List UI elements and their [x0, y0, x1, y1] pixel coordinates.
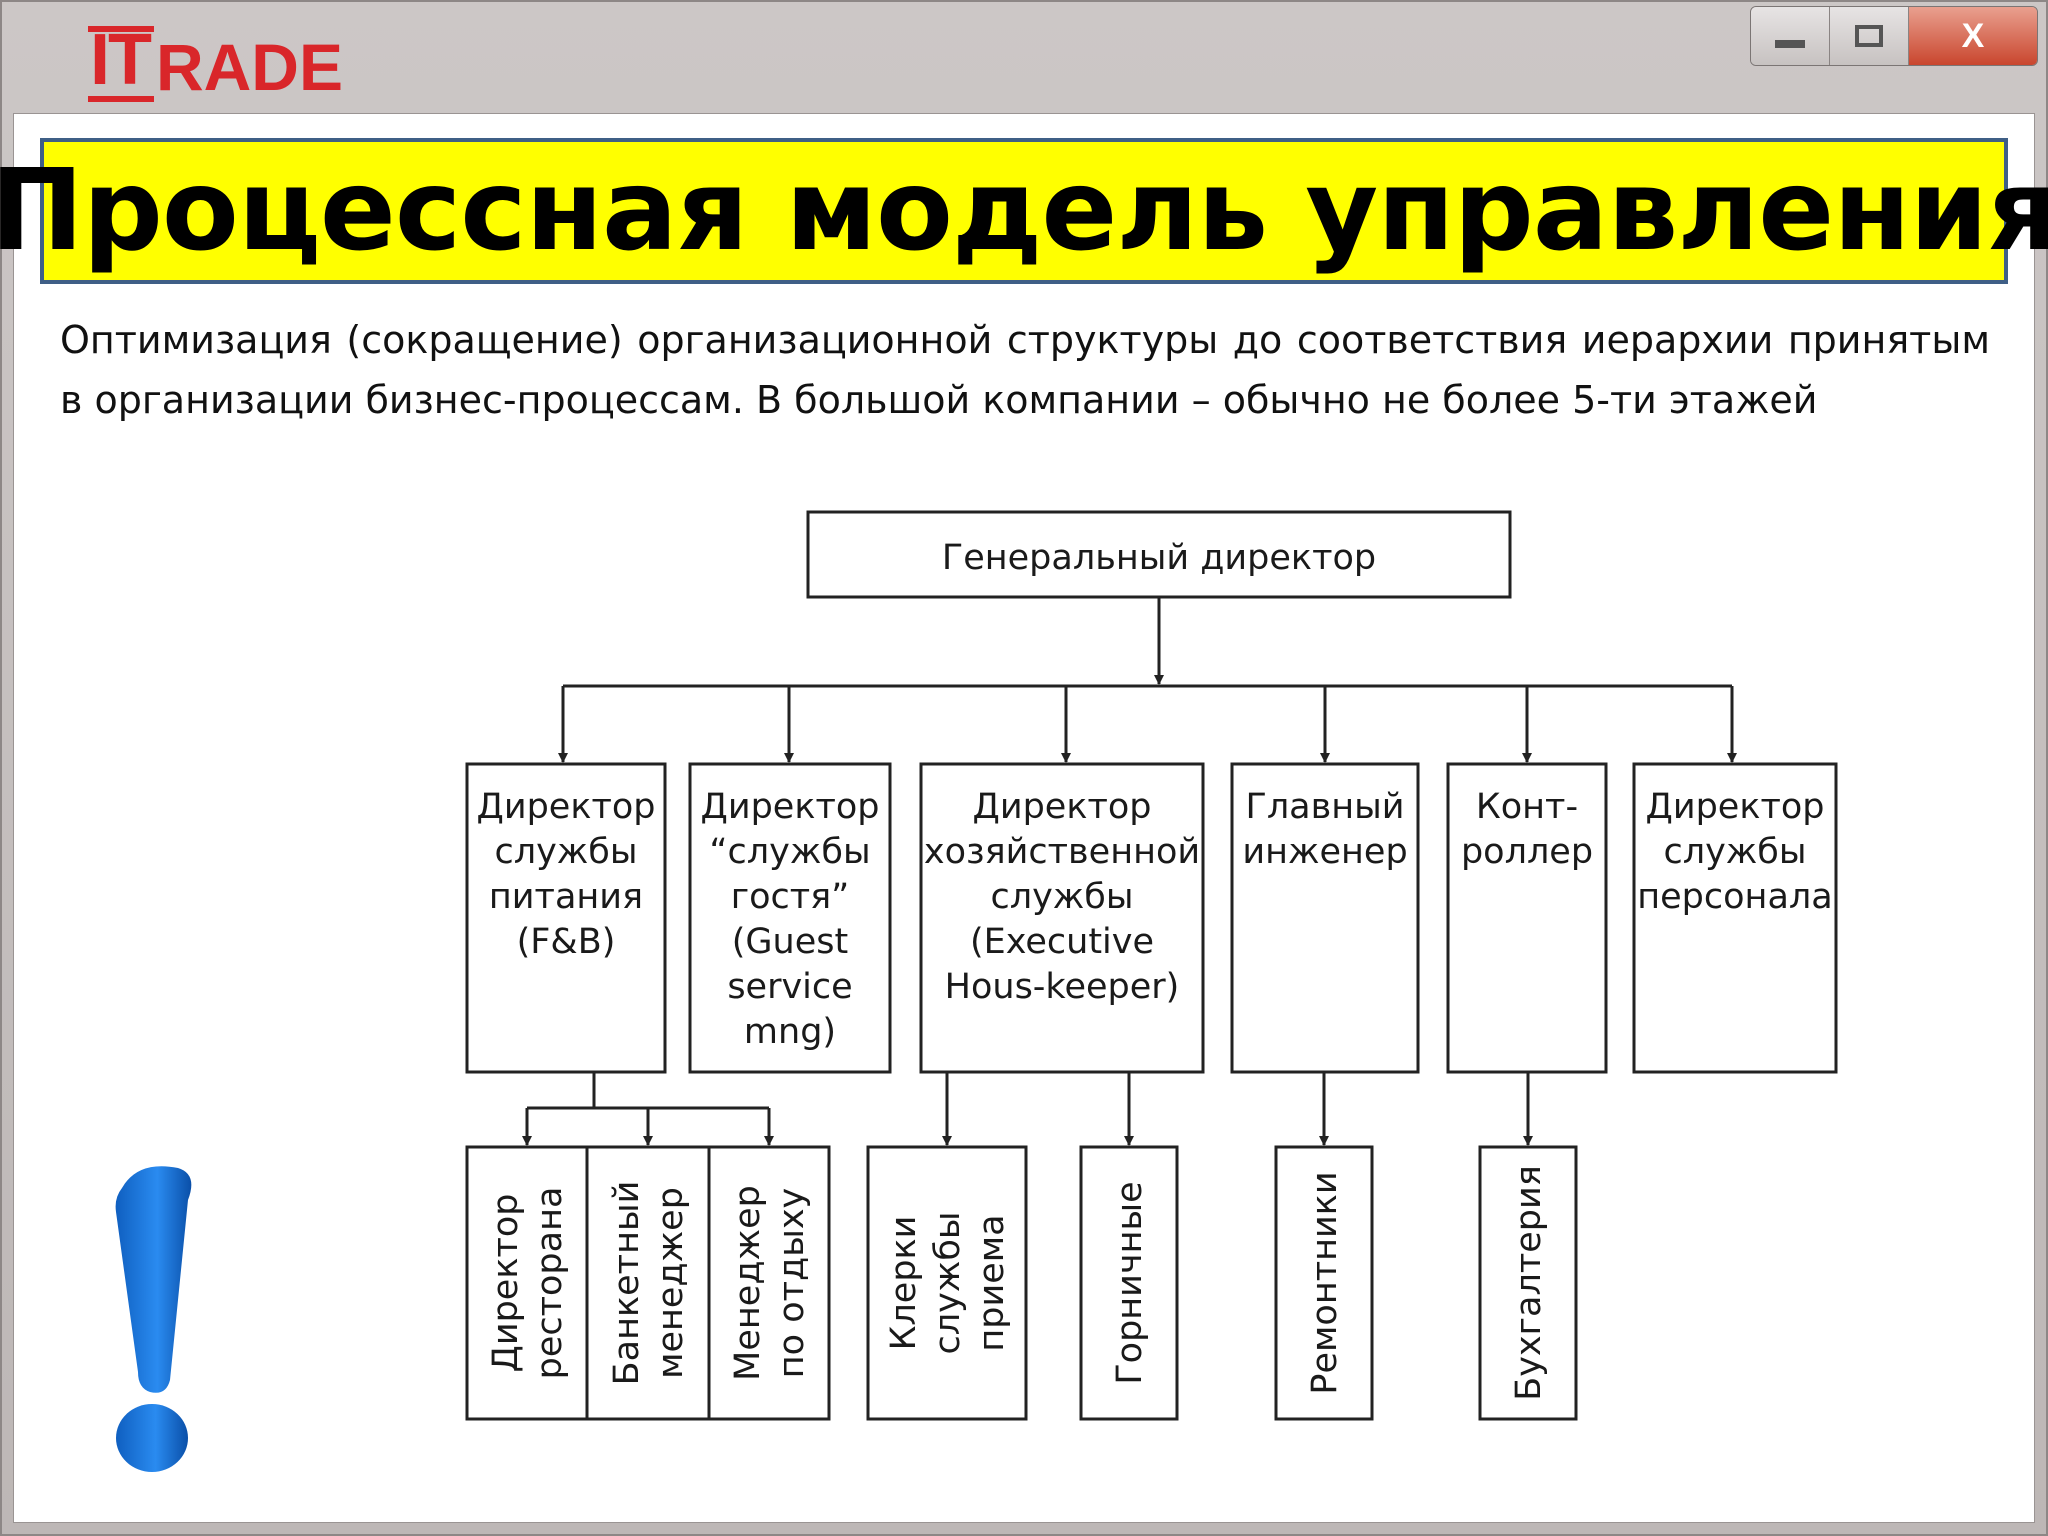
maximize-button[interactable] — [1830, 7, 1909, 65]
window-controls: X — [1750, 6, 2038, 66]
close-button[interactable]: X — [1909, 7, 2037, 65]
title-banner: Процессная модель управления — [0, 138, 2048, 284]
box-department-label: Конт-роллер — [1461, 787, 1593, 872]
box-general-director — [806, 510, 1512, 599]
box-subordinate — [1079, 1145, 1179, 1421]
slide-title: Процессная модель управления — [0, 146, 2048, 276]
box-subordinate-label: Горничные — [1110, 1181, 1150, 1384]
box-department — [1230, 762, 1420, 1074]
box-subordinate — [585, 1145, 711, 1421]
box-subordinate — [866, 1145, 1028, 1421]
box-department — [688, 762, 892, 1074]
minimize-button[interactable] — [1751, 7, 1830, 65]
itrade-logo: IT RADE — [88, 24, 343, 102]
box-subordinate — [465, 1145, 589, 1421]
box-subordinate — [1274, 1145, 1374, 1421]
box-department — [1446, 762, 1608, 1074]
exclamation-icon — [115, 1166, 192, 1472]
minimize-icon — [1775, 40, 1805, 48]
box-department — [1632, 762, 1838, 1074]
box-subordinate — [707, 1145, 831, 1421]
close-icon: X — [1961, 16, 1985, 55]
box-subordinate-label: Ремонтники — [1305, 1171, 1345, 1394]
box-general-director-label: Генеральный директор — [942, 538, 1376, 578]
logo-it: IT — [88, 24, 154, 102]
box-department — [465, 762, 667, 1074]
box-subordinate — [1478, 1145, 1578, 1421]
box-department — [919, 762, 1205, 1074]
slide-description: Оптимизация (сокращение) организационной… — [60, 318, 1990, 422]
maximize-icon — [1855, 25, 1883, 47]
box-subordinate-label: Бухгалтерия — [1509, 1165, 1549, 1401]
logo-rest: RADE — [155, 30, 343, 104]
